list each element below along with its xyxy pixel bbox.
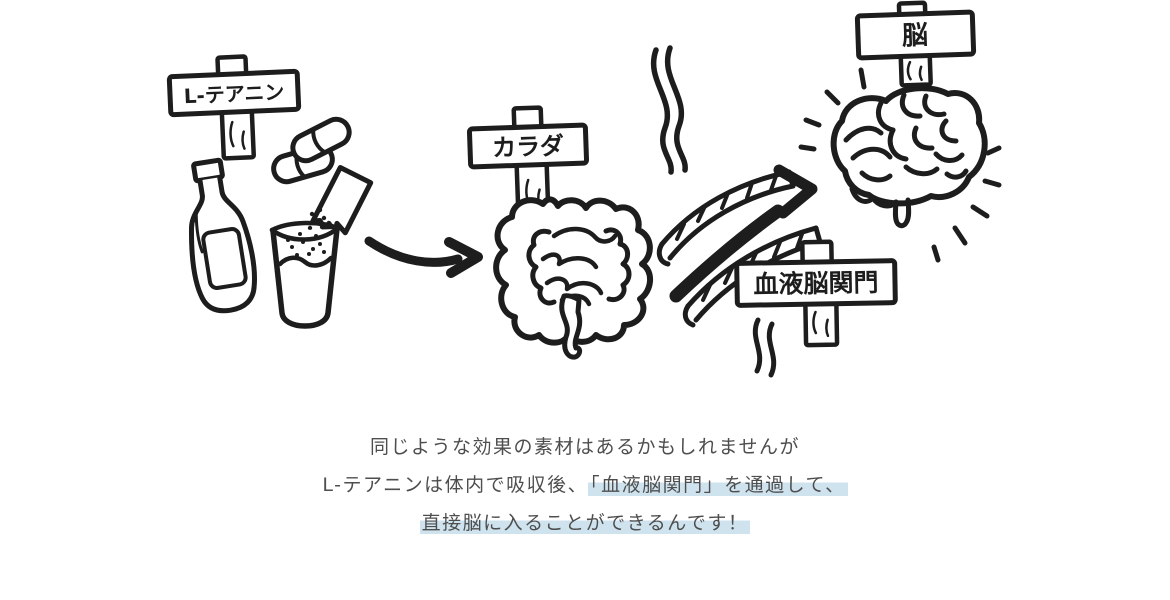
- barrier-arrow-icon: [669, 164, 818, 303]
- sign-karada: カラダ: [466, 105, 590, 220]
- caption-line-3: 直接脳に入ることができるんです！: [0, 504, 1170, 542]
- caption-line-3-highlight: 直接脳に入ることができるんです！: [419, 512, 751, 534]
- capsules-illustration: [271, 116, 352, 185]
- sign-karada-label: カラダ: [492, 132, 565, 162]
- sign-l-theanine: L-テアニン: [166, 54, 302, 161]
- caption-line-2-highlight: 「血液脳関門」を通過して、: [588, 474, 848, 496]
- caption: 同じような効果の素材はあるかもしれませんが L-テアニンは体内で吸収後、「血液脳…: [0, 428, 1170, 542]
- wavy-lines-top: [651, 45, 688, 175]
- wavy-lines-bottom: [752, 317, 777, 378]
- sign-brain-label: 脳: [901, 21, 929, 52]
- bottle-illustration: [189, 157, 257, 314]
- sign-blood-brain-barrier-label: 血液脳関門: [753, 268, 879, 299]
- brain-illustration: [830, 85, 988, 229]
- arrow-right-icon: [364, 236, 483, 278]
- intestine-illustration: [493, 196, 653, 360]
- caption-line-1: 同じような効果の素材はあるかもしれませんが: [0, 428, 1170, 466]
- sign-brain: 脳: [854, 0, 977, 88]
- sparkle-lines: [798, 67, 1002, 263]
- caption-line-2-normal: L-テアニンは体内で吸収後、: [322, 474, 589, 496]
- sign-l-theanine-label: L-テアニン: [183, 80, 285, 108]
- sign-blood-brain-barrier: 血液脳関門: [734, 239, 898, 348]
- caption-line-1-text: 同じような効果の素材はあるかもしれませんが: [370, 436, 800, 458]
- stick-packet-illustration: [307, 165, 374, 236]
- glass-illustration: [269, 220, 341, 329]
- caption-line-2: L-テアニンは体内で吸収後、「血液脳関門」を通過して、: [0, 466, 1170, 504]
- intestine-tail: [559, 293, 583, 360]
